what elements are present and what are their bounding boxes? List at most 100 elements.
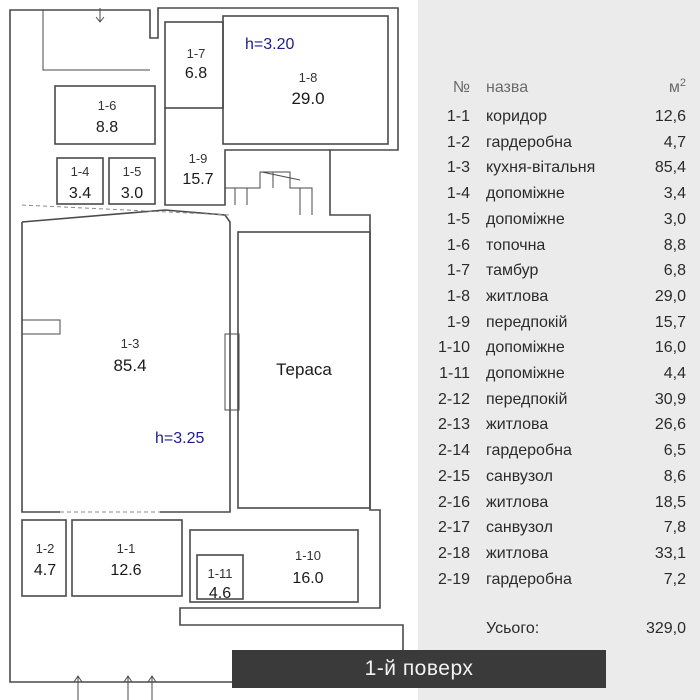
- header-area-sup: 2: [679, 77, 686, 89]
- table-row: 2-18 житлова 33,1: [418, 545, 700, 570]
- room-1-1-outline: [71, 519, 183, 597]
- room-1-2-area: 4.7: [34, 562, 56, 579]
- room-1-5-id: 1-5: [123, 164, 142, 179]
- row-area: 7,2: [663, 570, 686, 588]
- row-area: 3,4: [663, 185, 686, 203]
- row-number: 1-3: [446, 159, 470, 177]
- row-area: 85,4: [654, 159, 686, 177]
- room-1-4-id: 1-4: [71, 164, 90, 179]
- room-1-3-area: 85.4: [113, 356, 146, 375]
- row-area: 6,8: [663, 262, 686, 280]
- table-row: 2-15 санвузол 8,6: [418, 468, 700, 493]
- room-1-11-id: 1-11: [207, 566, 232, 581]
- row-name: допоміжне: [486, 339, 565, 357]
- room-1-9-area: 15.7: [182, 171, 213, 188]
- row-area: 33,1: [654, 544, 686, 562]
- row-number: 2-17: [437, 519, 470, 537]
- room-1-3-id: 1-3: [121, 336, 140, 351]
- room-1-4-area: 3.4: [69, 185, 91, 202]
- room-1-5-outline: [108, 157, 156, 205]
- row-area: 26,6: [654, 416, 686, 434]
- room-1-6-id: 1-6: [98, 98, 117, 113]
- row-number: 2-16: [437, 493, 470, 511]
- row-number: 2-15: [437, 467, 470, 485]
- room-1-9-outline: [164, 108, 330, 206]
- row-name: гардеробна: [486, 570, 572, 588]
- row-name: топочна: [486, 236, 546, 254]
- entry-arrow-3: [147, 675, 157, 700]
- ceiling-height-upper: h=3.20: [245, 36, 294, 53]
- header-name: назва: [486, 79, 529, 96]
- room-1-10-area: 16.0: [292, 570, 323, 587]
- row-name: коридор: [486, 108, 548, 125]
- row-area: 29,0: [654, 287, 686, 305]
- table-total: Усього: 329,0: [418, 620, 700, 642]
- ceiling-height-main: h=3.25: [155, 430, 204, 447]
- stair: [225, 171, 313, 215]
- row-name: передпокій: [486, 313, 568, 331]
- row-name: санвузол: [486, 467, 553, 485]
- room-1-11-area: 4.6: [209, 585, 231, 602]
- terrace-outline: [237, 231, 371, 509]
- top-left-ledge: [42, 10, 150, 71]
- row-area: 16,0: [654, 339, 686, 357]
- row-number: 2-18: [437, 544, 470, 562]
- row-area: 6,5: [663, 442, 686, 460]
- row-area: 12,6: [654, 108, 686, 125]
- row-area: 30,9: [654, 390, 686, 408]
- room-1-10-id: 1-10: [295, 548, 321, 563]
- room-1-3-outline: [21, 209, 231, 513]
- row-area: 8,6: [663, 467, 686, 485]
- header-area: м2: [668, 77, 686, 96]
- row-name: житлова: [486, 416, 549, 434]
- row-name: житлова: [486, 287, 549, 305]
- row-number: 1-1: [446, 108, 470, 125]
- entry-arrow-1: [73, 675, 83, 700]
- floor-plan: 1-7 6.8 1-8 29.0 1-6 8.8 1-9 15.7 1-4 3.…: [9, 7, 404, 700]
- row-area: 4,4: [663, 365, 686, 382]
- row-name: передпокій: [486, 390, 568, 408]
- table-row: 1-9 передпокій 15,7: [418, 314, 700, 339]
- row-number: 1-2: [446, 133, 470, 151]
- row-number: 1-8: [446, 287, 470, 305]
- room-1-6-area: 8.8: [96, 119, 118, 136]
- row-area: 4,7: [663, 133, 686, 151]
- room-1-1-id: 1-1: [117, 541, 136, 556]
- outer-wall: [9, 7, 404, 683]
- row-name: тамбур: [486, 262, 539, 280]
- row-name: житлова: [486, 493, 549, 511]
- row-number: 1-5: [446, 210, 470, 228]
- room-1-7-id: 1-7: [187, 46, 206, 61]
- row-name: житлова: [486, 544, 549, 562]
- table-row: 1-8 житлова 29,0: [418, 288, 700, 313]
- top-door-arrow: [95, 8, 105, 23]
- table-row: 1-1 коридор 12,6: [418, 108, 700, 133]
- island: [21, 319, 61, 335]
- room-1-6-outline: [54, 85, 156, 145]
- room-1-5-area: 3.0: [121, 185, 143, 202]
- row-area: 7,8: [663, 519, 686, 537]
- room-1-2-id: 1-2: [36, 541, 55, 556]
- row-name: допоміжне: [486, 185, 565, 203]
- table-row: 1-3 кухня-вітальня 85,4: [418, 159, 700, 184]
- room-1-8-id: 1-8: [299, 70, 318, 85]
- row-number: 2-14: [437, 442, 470, 460]
- row-name: допоміжне: [486, 365, 565, 382]
- row-number: 1-9: [446, 313, 470, 331]
- row-name: кухня-вітальня: [486, 159, 596, 177]
- row-name: допоміжне: [486, 210, 565, 228]
- row-area: 15,7: [654, 313, 686, 331]
